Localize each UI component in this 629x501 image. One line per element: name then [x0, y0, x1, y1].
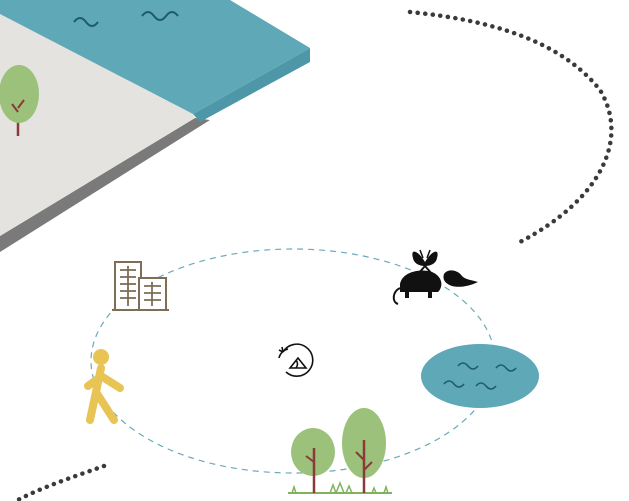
- armadillo-icon: [400, 271, 441, 293]
- dotted-arc-bottom: [16, 466, 104, 501]
- pond-icon: [421, 344, 539, 408]
- trees-icon: [288, 408, 392, 493]
- animals-icon: [394, 250, 478, 304]
- walking-person-icon: [88, 349, 120, 420]
- isometric-platform: [0, 0, 310, 252]
- building-icon: [112, 262, 169, 310]
- seal-icon: [443, 270, 478, 286]
- dotted-arc-top: [410, 12, 611, 242]
- cycle-refresh-icon: [279, 344, 313, 376]
- butterfly-icon: [412, 252, 437, 266]
